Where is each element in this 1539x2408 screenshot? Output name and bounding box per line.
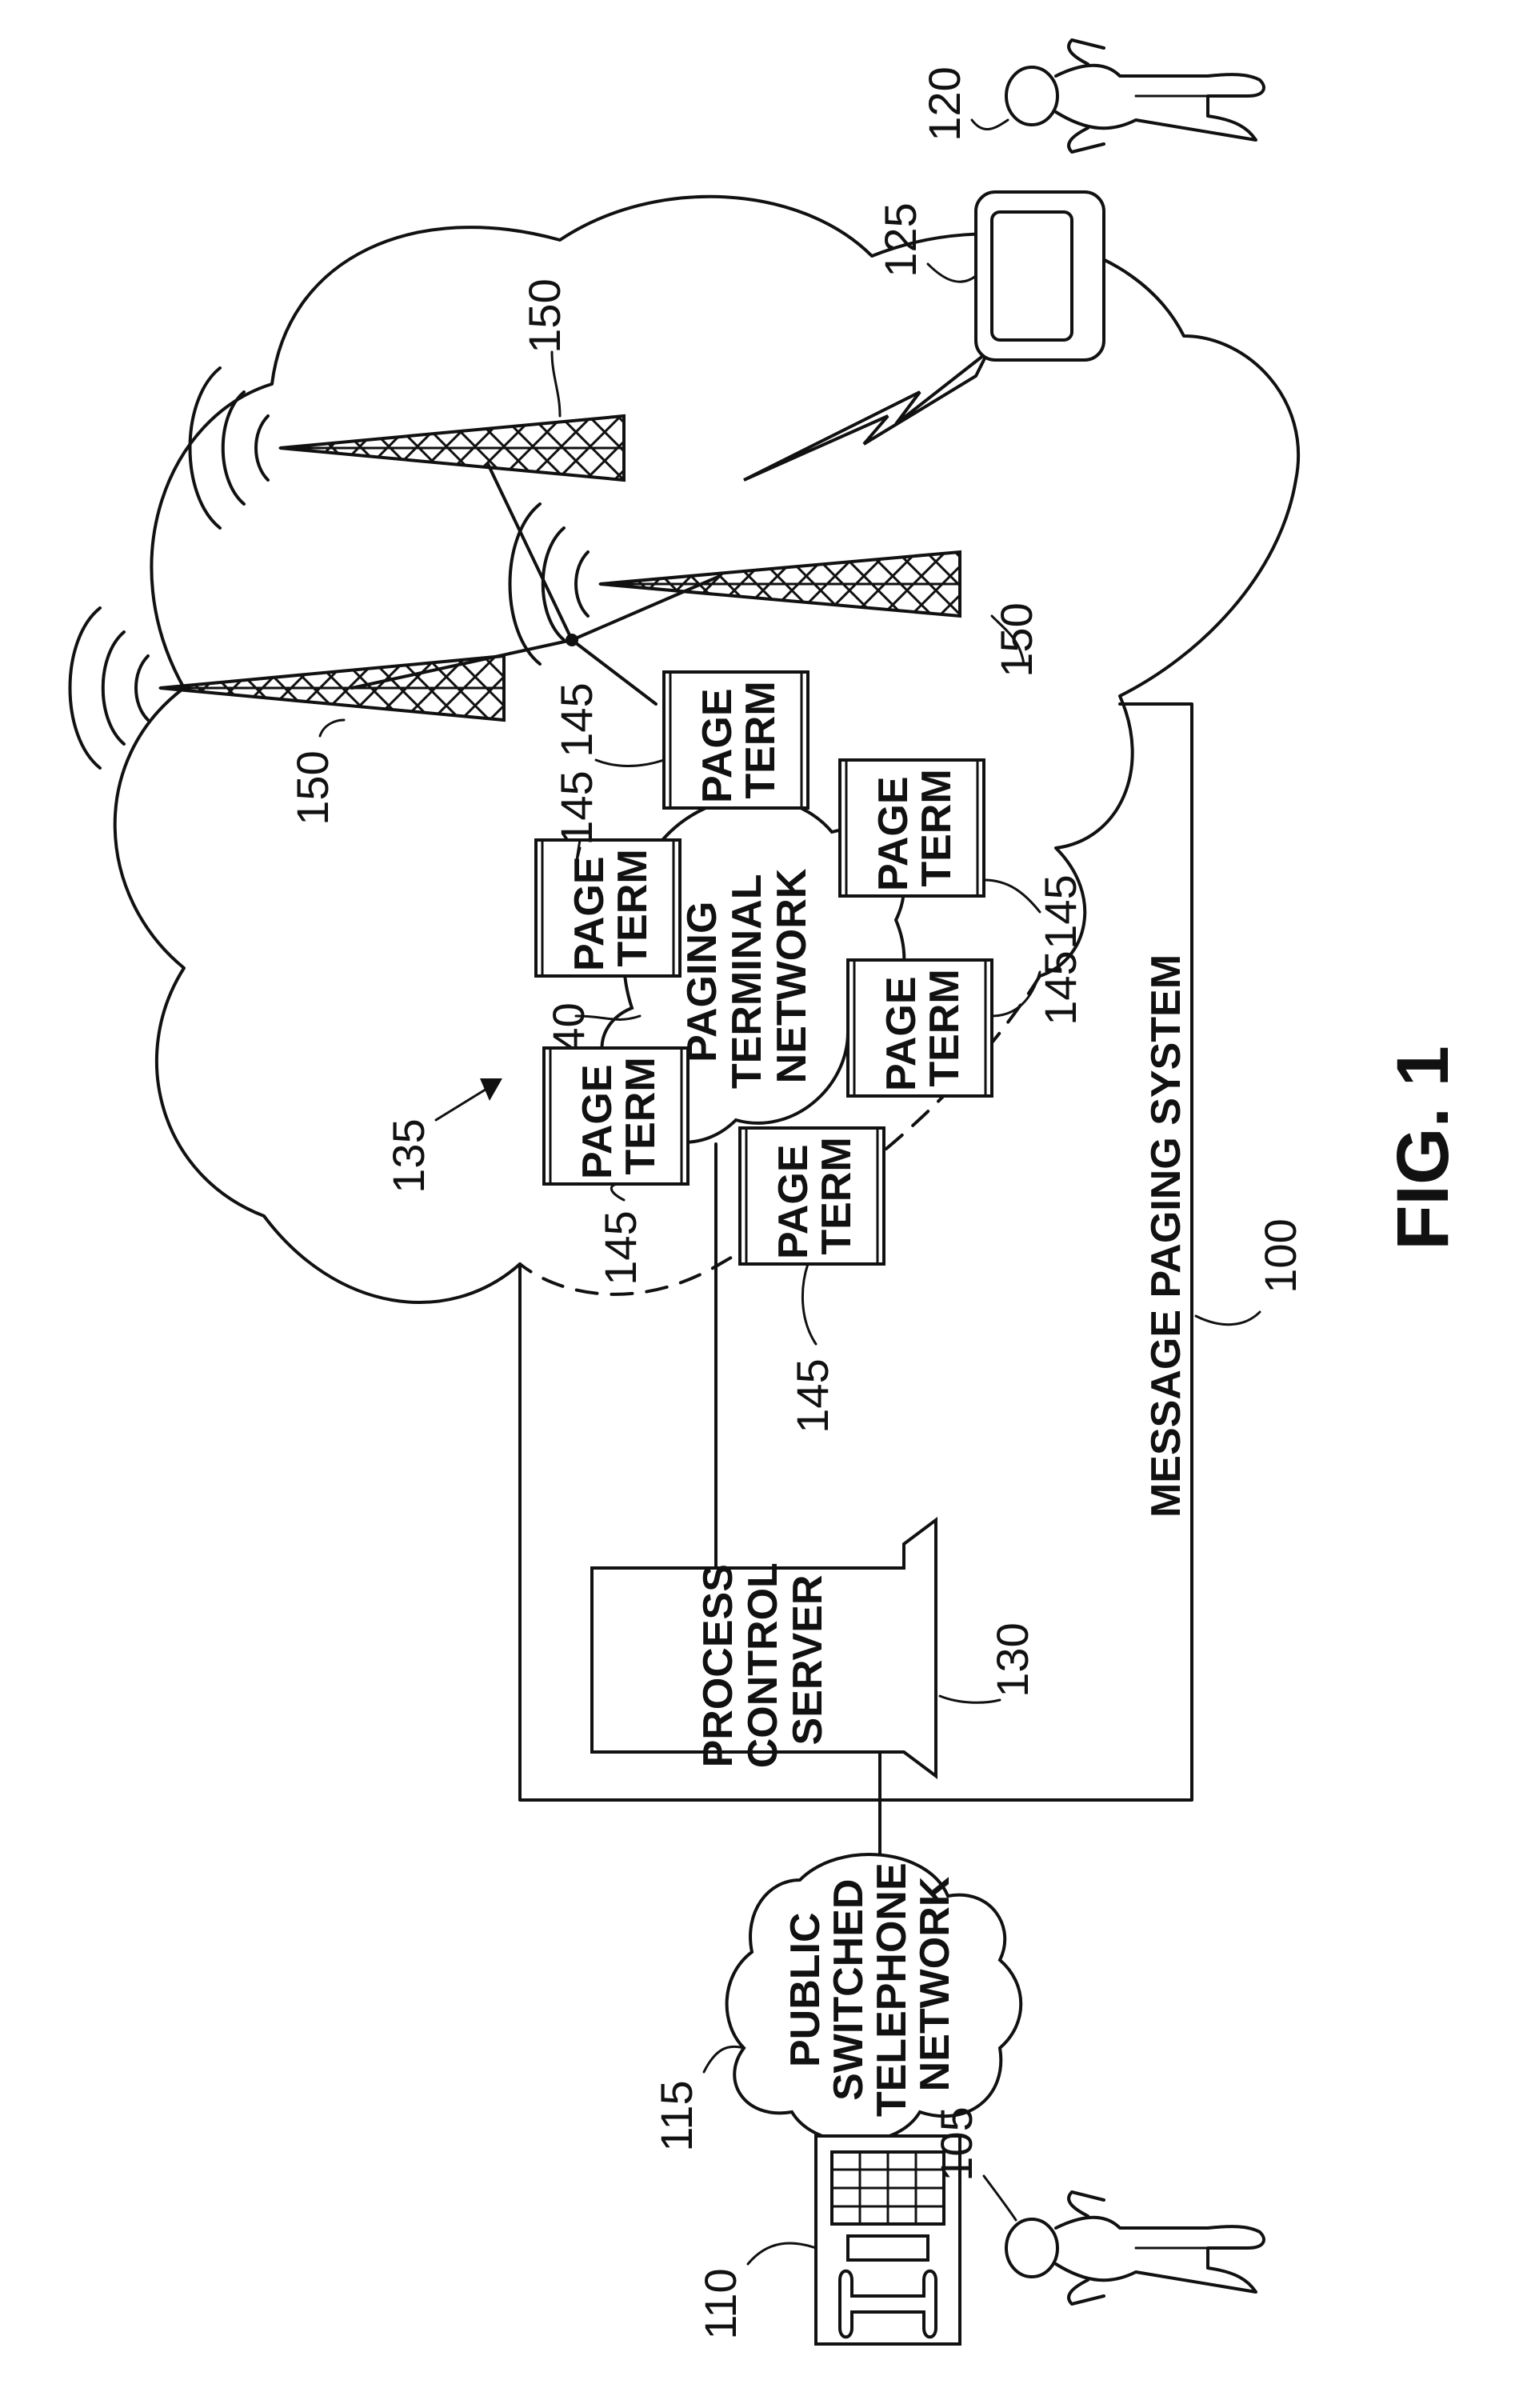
terminal-ref-2: 145 [551, 770, 602, 845]
caller-leader [984, 2176, 1016, 2220]
system-leader [1196, 1312, 1260, 1325]
paging-network-arrow-shaft [436, 1088, 488, 1120]
page-terminal-2-line-1: PAGE [566, 856, 613, 971]
pstn-line-3: TELEPHONE [869, 1862, 915, 2117]
page-terminal-5-line-2: TERM [618, 1057, 664, 1174]
telephone-leader [748, 2243, 816, 2264]
pstn-line-2: SWITCHED [825, 1879, 872, 2101]
terminal-ref-6: 145 [787, 1358, 837, 1433]
page-terminal-4: PAGE TERM [848, 960, 992, 1096]
page-terminal-3-line-1: PAGE [870, 776, 917, 891]
telephone-ref: 110 [695, 2268, 746, 2339]
terminal-ref-4-leader [992, 972, 1040, 1016]
server-line-3: SERVER [785, 1575, 831, 1746]
radio-signal-bolt [744, 352, 988, 480]
page-terminal-4-line-2: TERM [921, 969, 968, 1086]
pager-icon [976, 192, 1104, 360]
page-terminal-2: PAGE TERM [536, 840, 680, 976]
tower-a-ref: 150 [519, 278, 570, 353]
svg-text:PAGE TERM: PAGE TERM [694, 677, 784, 803]
pager-leader [928, 264, 976, 282]
pstn-line-4: NETWORK [912, 1876, 958, 2091]
page-terminal-3-line-2: TERM [913, 769, 960, 886]
junction-dot [566, 634, 578, 646]
server-ref: 130 [987, 1622, 1037, 1697]
terminal-ref-1-leader [596, 760, 664, 766]
terminal-ref-5: 145 [595, 1210, 646, 1285]
page-terminal-5: PAGE TERM [544, 1048, 688, 1184]
page-terminal-5-line-1: PAGE [574, 1064, 621, 1179]
junction-to-tower-a-line [488, 464, 572, 640]
server-line-2: CONTROL [740, 1563, 786, 1768]
pstn-line-1: PUBLIC [782, 1912, 829, 2067]
system-label: MESSAGE PAGING SYSTEM [1143, 954, 1189, 1518]
terminal-ref-3: 145 [1035, 874, 1085, 949]
terminal-ref-6-leader [802, 1264, 816, 1344]
figure-label: FIG. 1 [1382, 1046, 1464, 1250]
svg-text:PROCESS CONTROL SE: PROCESS CONTROL SERVER [695, 1552, 831, 1769]
caller-person-icon [1006, 2192, 1264, 2304]
svg-text:PAGE TERM: PAGE TERM [770, 1133, 860, 1259]
page-terminal-1-line-1: PAGE [694, 688, 741, 803]
paging-network-ref: 135 [383, 1118, 434, 1193]
subscriber-ref: 120 [919, 66, 969, 141]
pstn-ref: 115 [651, 2080, 702, 2151]
svg-text:PAGING TERMINAL NETWOR: PAGING TERMINAL NETWORK [679, 863, 815, 1089]
terminal-ref-1: 145 [551, 682, 602, 757]
page-terminal-1: PAGE TERM [664, 672, 808, 808]
terminal-ref-3-leader [984, 880, 1040, 912]
svg-text:PAGE TERM: PAGE TERM [574, 1053, 664, 1179]
page-terminal-1-line-2: TERM [738, 681, 784, 798]
terminal-ref-5-leader [611, 1184, 624, 1200]
page-terminal-4-line-1: PAGE [878, 976, 925, 1091]
svg-text:PAGE TERM: PAGE TERM [870, 765, 960, 891]
pager-ref: 125 [875, 202, 925, 277]
page-terminal-2-line-2: TERM [610, 849, 656, 966]
terminal-ref-4: 145 [1035, 950, 1085, 1025]
terminal-network-line-3: NETWORK [769, 868, 815, 1083]
tower-c-leader [320, 720, 344, 736]
tower-c-ref: 150 [287, 750, 338, 825]
svg-text:PAGE TERM: PAGE TERM [566, 845, 656, 971]
subscriber-person-icon [1006, 40, 1264, 152]
svg-text:PAGE TERM: PAGE TERM [878, 965, 968, 1091]
page-terminal-3: PAGE TERM [840, 760, 984, 896]
tower-a-leader [552, 352, 560, 416]
process-control-server: PROCESS CONTROL SERVER [592, 1520, 936, 1776]
terminal-network-line-2: TERMINAL [724, 874, 770, 1089]
tower-b-ref: 150 [991, 602, 1041, 677]
page-terminal-6: PAGE TERM [740, 1128, 884, 1264]
subscriber-leader [972, 120, 1008, 130]
page-terminal-6-line-1: PAGE [770, 1144, 817, 1259]
page-terminal-6-line-2: TERM [813, 1137, 860, 1254]
caller-ref: 105 [931, 2106, 981, 2181]
server-line-1: PROCESS [695, 1564, 742, 1767]
system-ref: 100 [1255, 1218, 1305, 1293]
terminal-network-line-1: PAGING [679, 902, 726, 1062]
